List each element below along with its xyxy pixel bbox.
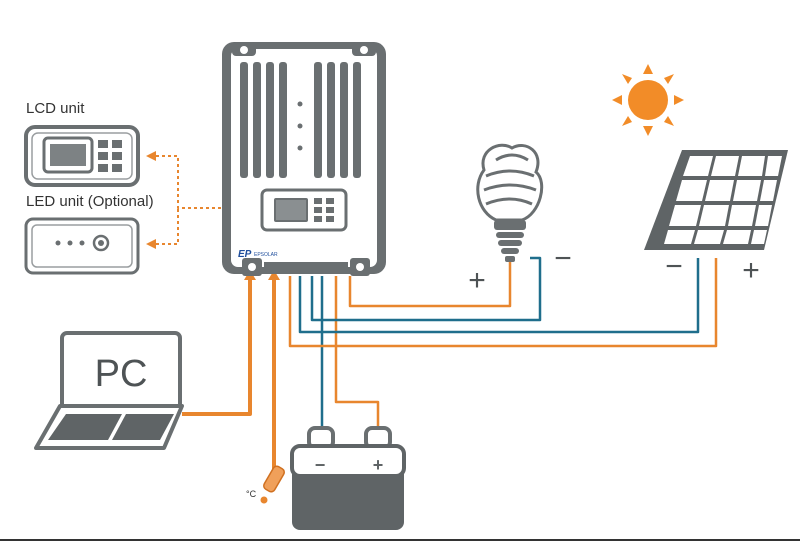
controller-display-panel [260, 188, 348, 232]
temperature-sensor-icon: °C [246, 465, 285, 504]
panel-positive-wire [288, 258, 718, 348]
wires [150, 155, 718, 470]
lamp-positive-wire [348, 262, 512, 308]
temp-sensor-label: °C [246, 489, 257, 499]
solar-panel-icon: − + [644, 150, 788, 287]
battery-positive-wire [334, 276, 380, 428]
panel-plus-label: + [742, 254, 760, 287]
pc-cable [182, 276, 252, 416]
led-arrow [146, 239, 156, 249]
temp-cable-arrow [268, 270, 280, 280]
heatsink-fins [240, 62, 361, 178]
lamp-plus-label: + [468, 264, 486, 297]
brand-logo: EP EPSOLAR [238, 249, 278, 260]
led-unit [24, 217, 140, 275]
lcd-unit [24, 125, 140, 187]
lcd-unit-label: LCD unit [26, 100, 85, 117]
battery-minus-label: − [315, 455, 326, 475]
lcd-connection [150, 155, 258, 209]
lamp-negative-wire [310, 256, 542, 322]
panel-negative-wire [298, 258, 700, 334]
charge-controller: EP EPSOLAR [222, 42, 386, 276]
led-connection [150, 208, 179, 245]
brand-logo-text: EPSOLAR [254, 252, 278, 258]
led-unit-label: LED unit (Optional) [26, 193, 154, 210]
battery-icon: − + [290, 426, 406, 530]
laptop-icon: PC [34, 331, 184, 450]
svg-text:EP: EP [238, 249, 252, 260]
lcd-arrow [146, 151, 156, 161]
panel-minus-label: − [665, 250, 683, 283]
light-bulb-icon: + − [468, 143, 572, 297]
battery-plus-label: + [373, 455, 384, 475]
sun-icon [612, 64, 684, 136]
pc-label: PC [95, 353, 148, 395]
lamp-minus-label: − [554, 242, 572, 275]
